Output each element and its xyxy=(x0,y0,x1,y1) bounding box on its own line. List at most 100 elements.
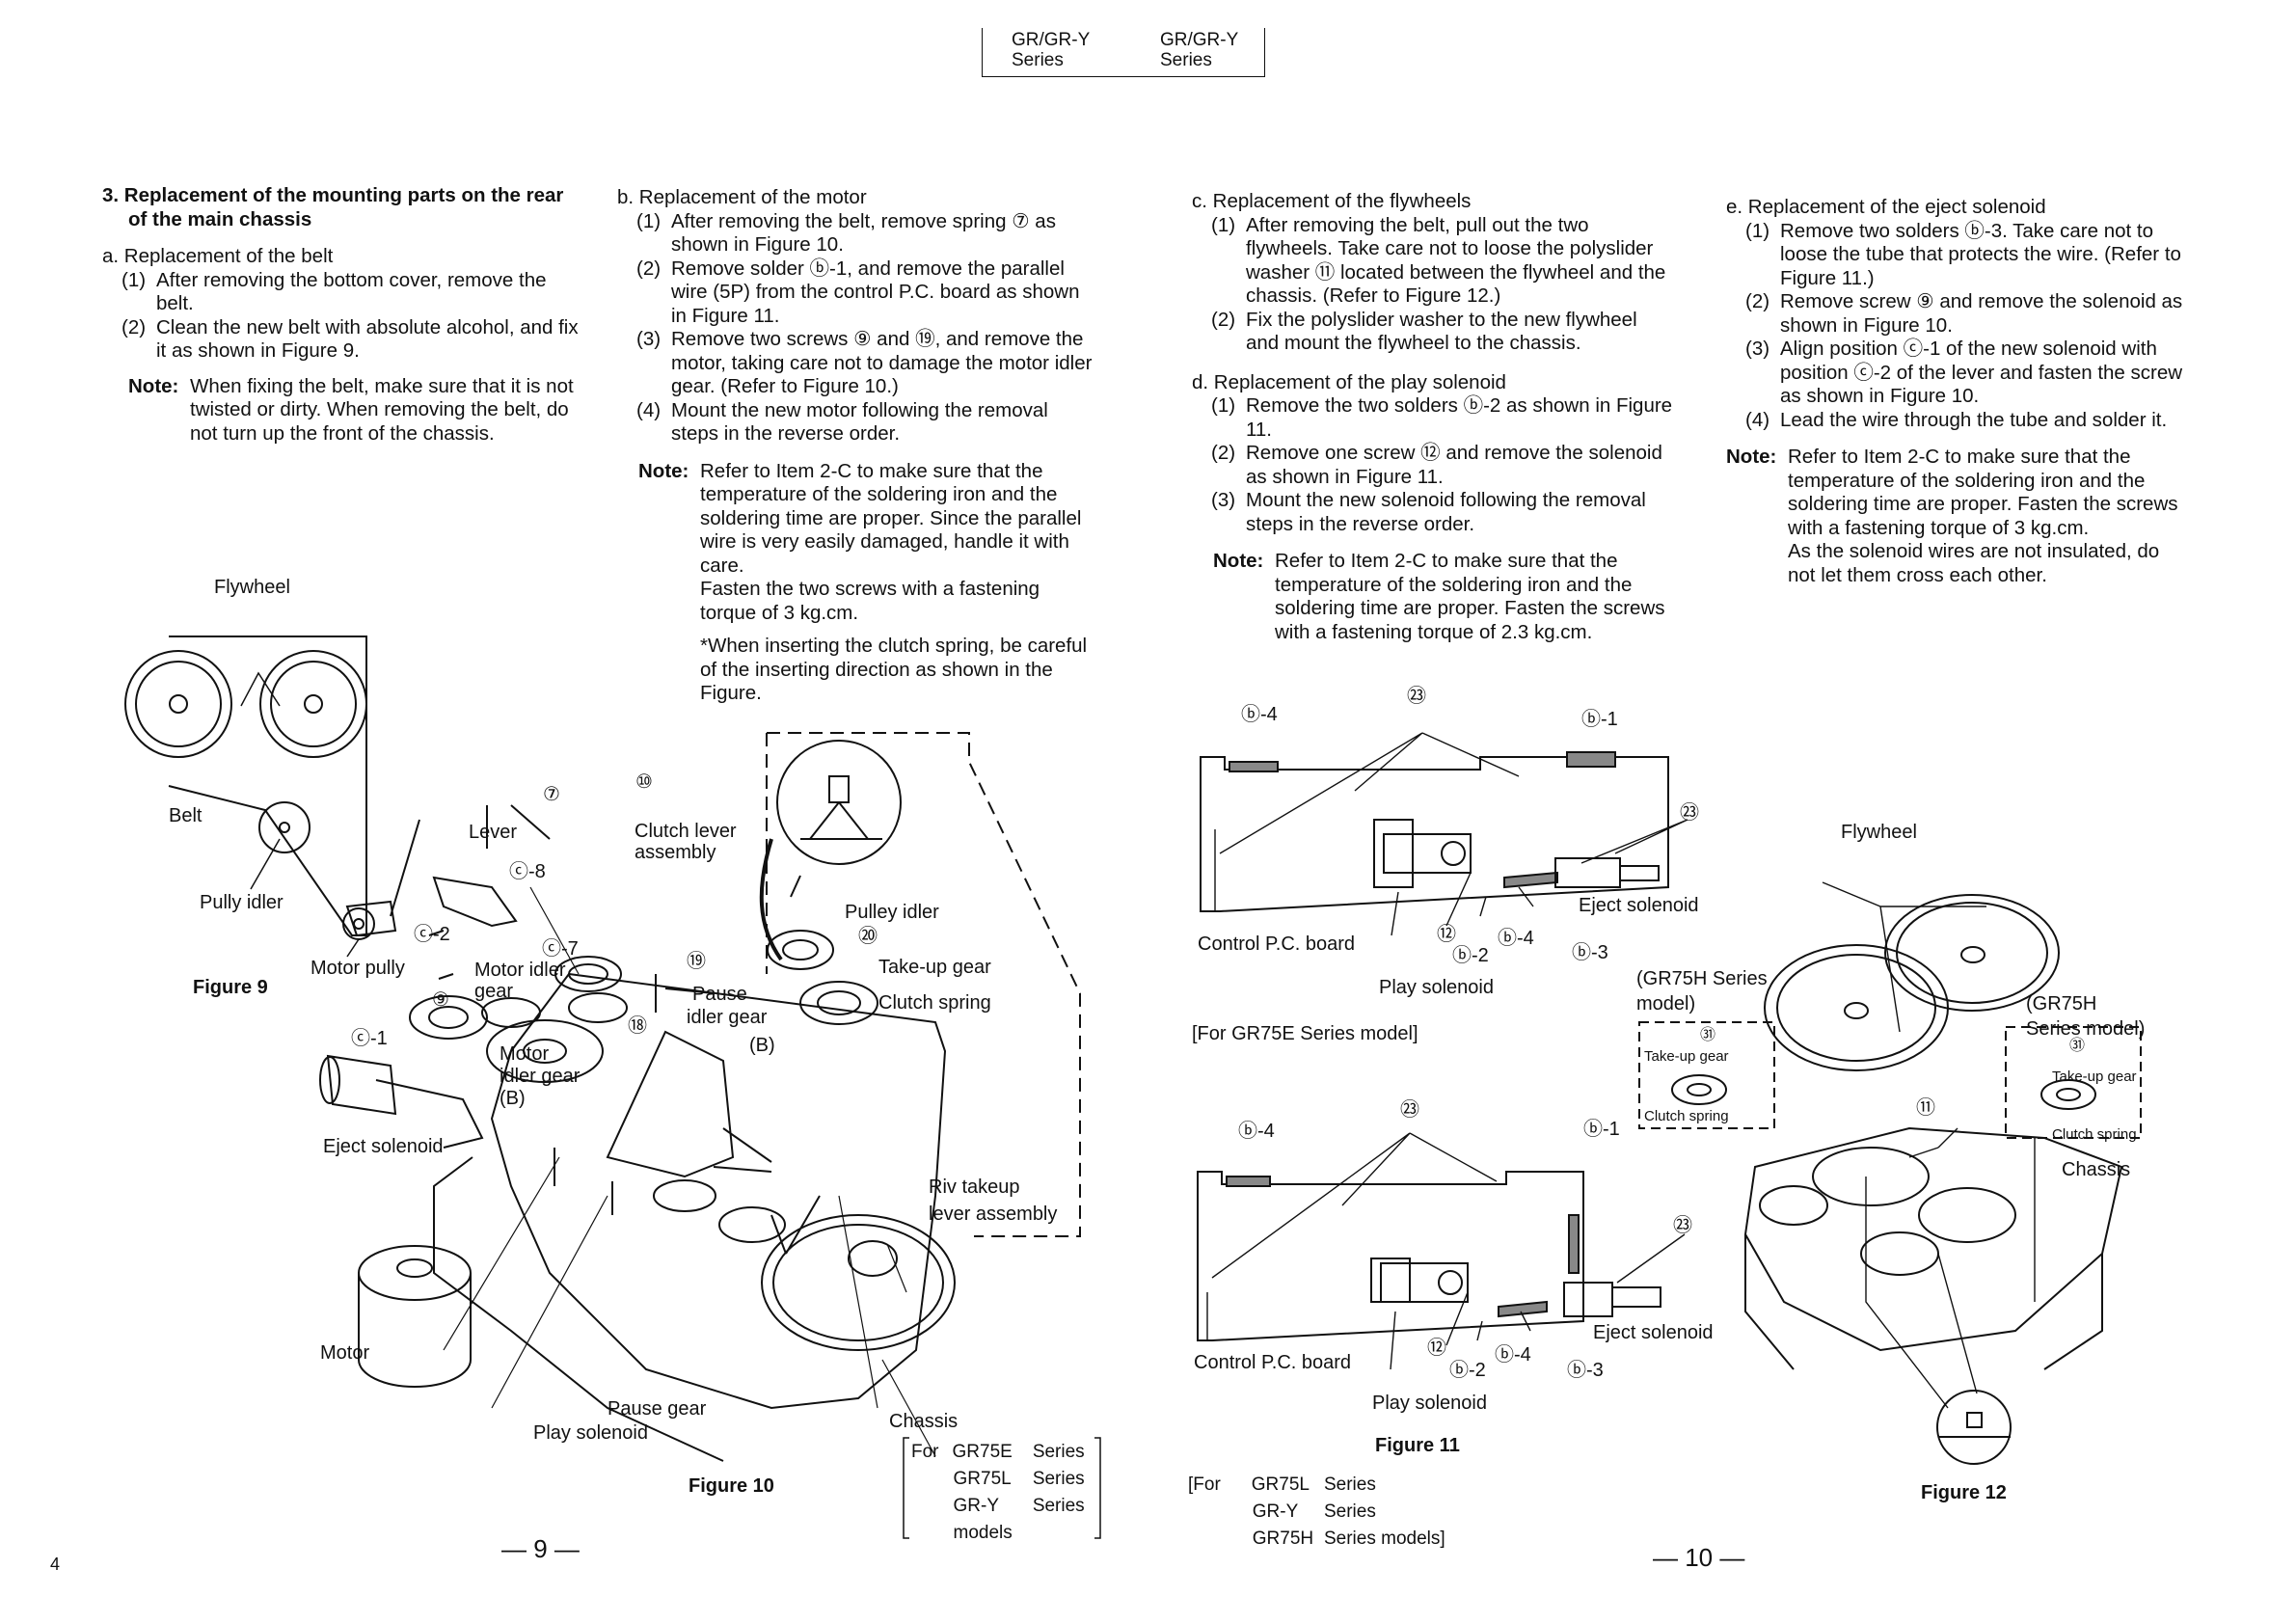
fig10-series-1: Series xyxy=(1032,1442,1085,1462)
fig9-belt-label: Belt xyxy=(169,805,203,826)
fig10-n20-label: ⑳ xyxy=(858,926,878,947)
fig11-bottom-control-pc-label: Control P.C. board xyxy=(1194,1352,1352,1373)
header-left-series: Series xyxy=(1012,50,1064,70)
e-step-1: (1)Remove two solders ⓑ-3. Take care not… xyxy=(1745,219,2181,289)
fig10-pause-gear-label: Pause gear xyxy=(608,1398,707,1420)
c-title: c. Replacement of the flywheels xyxy=(1192,190,1472,212)
fig11-bottom-b3-label: ⓑ-3 xyxy=(1567,1360,1604,1381)
section-3: 3. Replacement of the mounting parts on … xyxy=(102,184,584,446)
header-left: GR/GR-Y Series xyxy=(1012,30,1090,70)
fig11-model-2: GR-Y xyxy=(1252,1501,1299,1522)
fig11-series-3: Series models] xyxy=(1323,1528,1445,1549)
fig10-for-label: For xyxy=(911,1442,939,1462)
fig10-gear-label: gear xyxy=(474,981,514,1002)
fig12-clutch-spring-right-label: Clutch spring xyxy=(2052,1126,2137,1143)
fig10-motor-idler-b-label: Motor xyxy=(500,1043,550,1065)
fig10-n18-label: ⑱ xyxy=(628,1015,647,1037)
fig12-n31-right-label: ㉛ xyxy=(2069,1038,2086,1054)
fig10-n7-label: ⑦ xyxy=(543,784,560,805)
fig11-top-b1-label: ⓑ-1 xyxy=(1581,709,1618,730)
fig12-takeup-gear-left-label: Take-up gear xyxy=(1644,1048,1729,1065)
fig10-model-1: GR75E xyxy=(952,1442,1013,1462)
figure-11-caption: Figure 11 xyxy=(1375,1435,1460,1456)
d-title: d. Replacement of the play solenoid xyxy=(1192,370,1506,393)
fig11-top-n23-right-label: ㉓ xyxy=(1680,802,1699,824)
fig10-clutch-spring-label: Clutch spring xyxy=(878,992,991,1014)
fig10-series-2: Series xyxy=(1032,1469,1085,1489)
fig11-for-gr75e-label: [For GR75E Series model] xyxy=(1192,1023,1418,1044)
b-step-3: (3)Remove two screws ⑨ and ⑲, and remove… xyxy=(636,328,1093,397)
fig11-bottom-n12-label: ⑫ xyxy=(1427,1338,1446,1359)
fig10-clutch-lever-label-2: assembly xyxy=(635,842,716,863)
fig11-bottom-eject-solenoid-label: Eject solenoid xyxy=(1593,1322,1714,1343)
right-page-number: — 10 — xyxy=(1653,1543,1745,1572)
fig10-clutch-lever-label: Clutch lever xyxy=(635,821,737,842)
fig12-gr75h-2-label: (GR75H xyxy=(2026,993,2097,1014)
a-note: Note:When fixing the belt, make sure tha… xyxy=(128,374,574,445)
fig10-motor-label: Motor xyxy=(320,1342,370,1364)
fig9-flywheel-label: Flywheel xyxy=(214,577,290,598)
fig12-flywheel-label: Flywheel xyxy=(1841,822,1917,843)
fig11-models-table: [For GR75L Series GR-Y Series GR75H Series m… xyxy=(1188,1472,1446,1553)
section-title-2: of the main chassis xyxy=(128,207,312,230)
fig10-riv-takeup-label-2: lever assembly xyxy=(929,1204,1058,1225)
section-title: 3. Replacement of the mounting parts on … xyxy=(102,184,564,206)
fig10-pulley-idler-label: Pulley idler xyxy=(845,902,939,923)
section-b: b. Replacement of the motor (1)After rem… xyxy=(617,186,1099,706)
d-step-1: (1)Remove the two solders ⓑ-2 as shown i… xyxy=(1211,394,1673,441)
fig11-top-eject-solenoid-label: Eject solenoid xyxy=(1579,895,1699,916)
figure-9-caption: Figure 9 xyxy=(193,977,268,998)
figure-11-top-drawing xyxy=(1200,732,1688,936)
fig11-bottom-n23-right-label: ㉓ xyxy=(1673,1215,1692,1236)
fig11-top-control-pc-label: Control P.C. board xyxy=(1198,933,1356,955)
fig11-series-1: Series xyxy=(1323,1474,1376,1495)
e-step-3: (3)Align position ⓒ-1 of the new solenoi… xyxy=(1745,338,2183,407)
fig11-bottom-b2-label: ⓑ-2 xyxy=(1449,1360,1486,1381)
section-c: c. Replacement of the flywheels (1)After… xyxy=(1192,190,1674,644)
figure-12-drawing xyxy=(1638,881,2142,1465)
fig10-motor-idler-b-label-2: idler gear xyxy=(500,1066,581,1087)
fig10-c2-label: ⓒ-2 xyxy=(414,924,450,945)
fig11-top-b4-right-label: ⓑ-4 xyxy=(1498,928,1534,949)
fig11-bottom-b4-label: ⓑ-4 xyxy=(1238,1121,1275,1142)
fig12-takeup-gear-right-label: Take-up gear xyxy=(2052,1068,2137,1085)
fig10-n10-label: ⑩ xyxy=(635,771,653,793)
fig10-c1-label: ⓒ-1 xyxy=(351,1028,388,1049)
c-step-2: (2)Fix the polyslider washer to the new … xyxy=(1211,308,1637,355)
figure-10-drawing xyxy=(319,732,1081,1462)
fig12-n31-left-label: ㉛ xyxy=(1700,1027,1716,1043)
fig11-top-play-solenoid-label: Play solenoid xyxy=(1379,977,1494,998)
d-step-2: (2)Remove one screw ⑫ and remove the sol… xyxy=(1211,442,1662,488)
series-header-box: GR/GR-Y Series GR/GR-Y Series xyxy=(982,28,1265,77)
b-note: Note:Refer to Item 2-C to make sure that… xyxy=(638,459,1088,705)
fig10-eject-solenoid-label: Eject solenoid xyxy=(323,1136,444,1157)
section-e: e. Replacement of the eject solenoid (1)… xyxy=(1726,196,2189,587)
left-page-number: — 9 — xyxy=(501,1534,580,1563)
fig11-bottom-play-solenoid-label: Play solenoid xyxy=(1372,1393,1487,1414)
fig11-model-1: GR75L xyxy=(1251,1474,1310,1495)
fig10-c7-label: ⓒ-7 xyxy=(542,938,579,960)
header-right-series: Series xyxy=(1160,50,1212,70)
fig10-model-2: GR75L xyxy=(953,1469,1012,1489)
b-step-4: (4)Mount the new motor following the rem… xyxy=(636,398,1048,446)
figure-12-caption: Figure 12 xyxy=(1921,1482,2007,1503)
a-step-2: (2)Clean the new belt with absolute alco… xyxy=(122,315,579,363)
fig11-series-2: Series xyxy=(1323,1501,1376,1522)
fig11-top-b3-label: ⓑ-3 xyxy=(1572,942,1608,963)
fig12-gr75h-1-label: (GR75H Series xyxy=(1636,968,1768,989)
fig10-takeup-gear-label: Take-up gear xyxy=(878,957,991,978)
fig10-lever-label: Lever xyxy=(469,822,518,843)
fig10-motor-idler-b-label-3: (B) xyxy=(500,1088,526,1109)
header-right: GR/GR-Y Series xyxy=(1160,30,1238,70)
fig11-bottom-b1-label: ⓑ-1 xyxy=(1583,1119,1620,1140)
fig11-models-list: [For GR75L Series GR-Y Series GR75H Series m… xyxy=(1188,1472,1446,1553)
fig12-gr75h-2b-label: Series model) xyxy=(2026,1018,2146,1040)
fig11-model-3: GR75H xyxy=(1252,1528,1314,1549)
fig11-top-b2-label: ⓑ-2 xyxy=(1452,945,1489,966)
fig12-clutch-spring-left-label: Clutch spring xyxy=(1644,1108,1729,1124)
fig10-b-label: (B) xyxy=(749,1035,775,1056)
fig11-for-label: [For xyxy=(1188,1474,1221,1495)
fig12-n11-label: ⑪ xyxy=(1916,1097,1935,1119)
fig10-idler-gear-label: idler gear xyxy=(687,1007,768,1028)
